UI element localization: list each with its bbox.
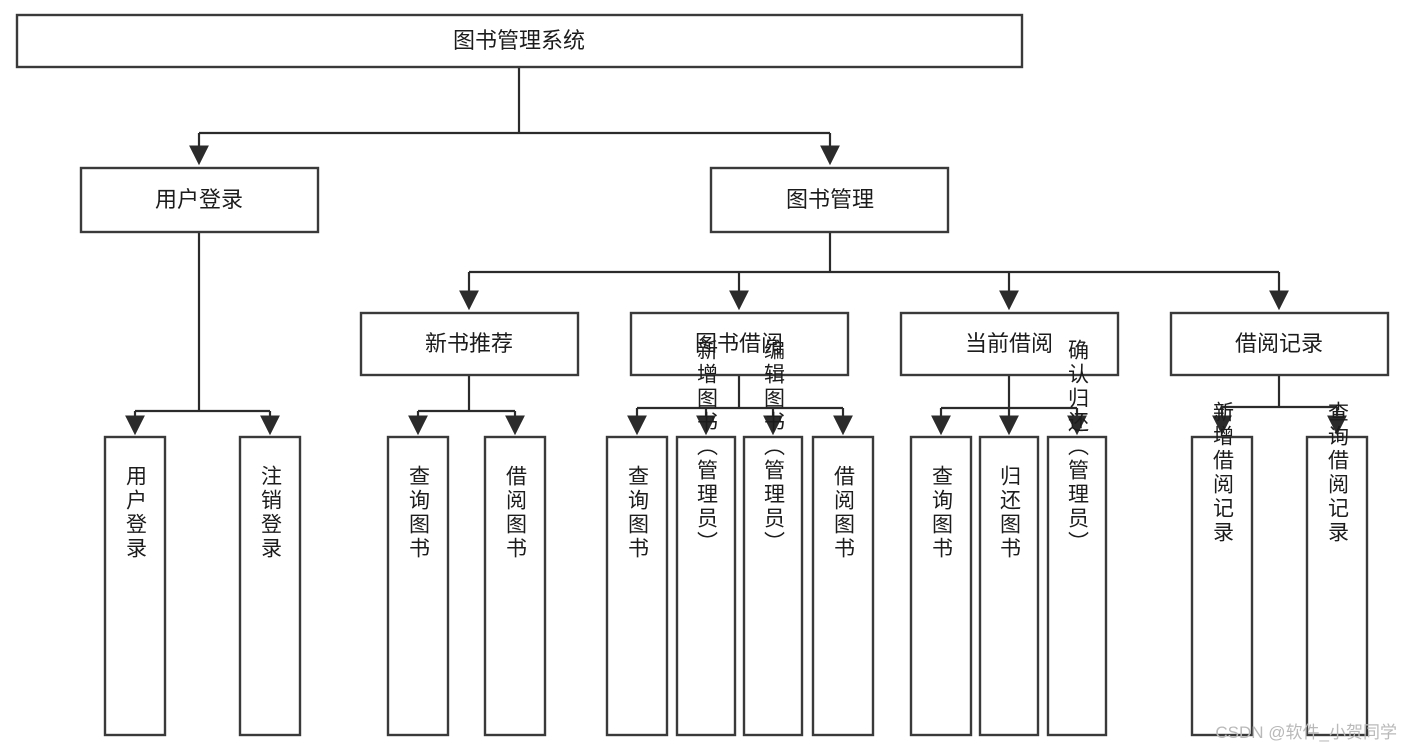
node-leaf-user-login-box [103,435,167,737]
node-leaf-bb-borrow-book-label: 借阅图书 [832,465,856,561]
node-leaf-rec-borrow-book-box [483,435,547,737]
node-new-book-rec[interactable]: 新书推荐 [359,311,580,377]
node-current-borrow-label: 当前借阅 [965,331,1053,356]
node-leaf-bb-query-book-label: 查询图书 [626,465,650,561]
node-leaf-user-logout-label: 注销登录 [259,465,283,561]
node-root[interactable]: 图书管理系统 [15,13,1024,69]
node-user-login[interactable]: 用户登录 [79,166,320,234]
node-user-login-box [79,166,320,234]
node-leaf-rec-borrow-book[interactable]: 借阅图书 [483,435,547,737]
node-leaf-user-logout[interactable]: 注销登录 [238,435,302,737]
node-book-manage-box [709,166,950,234]
edge-layer [125,67,1347,436]
node-leaf-br-add-record-label: 新增借阅记录 [1211,401,1235,545]
node-leaf-cb-query-book[interactable]: 查询图书 [909,435,973,737]
node-leaf-user-login[interactable]: 用户登录 [103,435,167,737]
node-leaf-cb-query-book-box [909,435,973,737]
node-leaf-bb-edit-book-box [742,435,804,737]
node-book-manage-label: 图书管理 [786,187,874,212]
node-leaf-cb-return-book[interactable]: 归还图书 [978,435,1040,737]
node-borrow-record-label: 借阅记录 [1235,331,1323,356]
node-new-book-rec-label: 新书推荐 [425,331,513,356]
node-leaf-br-query-record-label: 查询借阅记录 [1326,401,1350,545]
node-leaf-br-query-record-box [1305,435,1369,737]
node-book-manage[interactable]: 图书管理 [709,166,950,234]
node-leaf-rec-query-book-label: 查询图书 [407,465,431,561]
node-leaf-rec-query-book[interactable]: 查询图书 [386,435,450,737]
node-leaf-cb-confirm-return[interactable]: 确认归还（管理员） [1046,339,1108,737]
node-leaf-br-query-record[interactable]: 查询借阅记录 [1305,401,1369,737]
node-leaf-bb-add-book[interactable]: 新增图书（管理员） [675,339,737,737]
node-leaf-cb-return-book-label: 归还图书 [998,465,1022,561]
node-leaf-bb-add-book-box [675,435,737,737]
node-current-borrow[interactable]: 当前借阅 [899,311,1120,377]
node-leaf-bb-edit-book[interactable]: 编辑图书（管理员） [742,339,804,737]
node-new-book-rec-box [359,311,580,377]
node-borrow-record-box [1169,311,1390,377]
node-book-borrow-label: 图书借阅 [695,331,783,356]
node-book-borrow-box [629,311,850,377]
node-leaf-user-login-label: 用户登录 [124,465,148,561]
node-root-label: 图书管理系统 [453,28,585,53]
node-leaf-bb-query-book[interactable]: 查询图书 [605,435,669,737]
node-user-login-label: 用户登录 [155,187,243,212]
node-leaf-cb-confirm-return-label: 确认归还（管理员） [1066,339,1090,555]
node-leaf-user-logout-box [238,435,302,737]
node-leaf-cb-return-book-box [978,435,1040,737]
node-leaf-bb-edit-book-label: 编辑图书（管理员） [762,339,786,555]
node-leaf-cb-confirm-return-box [1046,435,1108,737]
node-leaf-bb-borrow-book[interactable]: 借阅图书 [811,435,875,737]
node-root-box [15,13,1024,69]
node-leaf-bb-query-book-box [605,435,669,737]
node-current-borrow-box [899,311,1120,377]
node-leaf-br-add-record[interactable]: 新增借阅记录 [1190,401,1254,737]
node-leaf-cb-query-book-label: 查询图书 [930,465,954,561]
node-borrow-record[interactable]: 借阅记录 [1169,311,1390,377]
node-book-borrow[interactable]: 图书借阅 [629,311,850,377]
node-leaf-bb-add-book-label: 新增图书（管理员） [695,339,719,555]
node-leaf-bb-borrow-book-box [811,435,875,737]
node-leaf-br-add-record-box [1190,435,1254,737]
node-leaf-rec-query-book-box [386,435,450,737]
node-leaf-rec-borrow-book-label: 借阅图书 [504,465,528,561]
